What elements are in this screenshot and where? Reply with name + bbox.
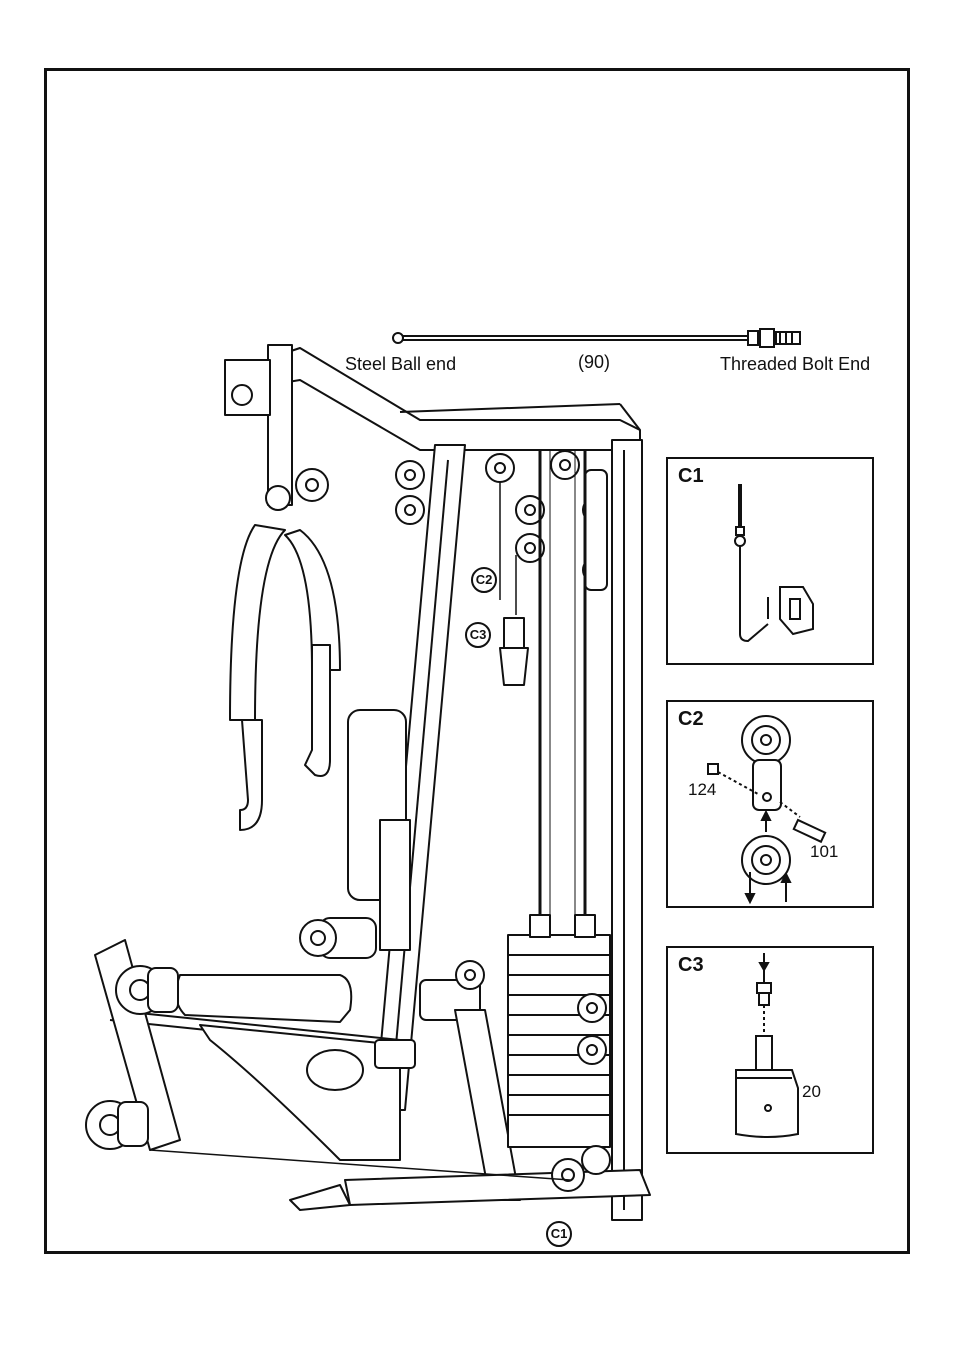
press-arm-left: [230, 525, 285, 720]
inset-c2-part-101: 101: [810, 842, 838, 862]
inset-c1: C1: [666, 457, 874, 665]
rear-upright: [612, 440, 642, 1220]
inset-c1-drawing: [668, 459, 876, 667]
callout-c3: C3: [465, 622, 491, 648]
inset-c2-drawing: [668, 702, 876, 910]
seat-pad: [176, 975, 351, 1022]
callout-c2: C2: [471, 567, 497, 593]
top-boom: [270, 348, 640, 450]
callout-c1: C1: [546, 1221, 572, 1247]
left-post: [268, 345, 292, 505]
inset-c3-part-20: 20: [802, 1082, 821, 1102]
inset-c2: C2 124 101: [666, 700, 874, 908]
inset-c2-part-124: 124: [688, 780, 716, 800]
inset-c3-drawing: [668, 948, 876, 1156]
inset-c3: C3 20: [666, 946, 874, 1154]
